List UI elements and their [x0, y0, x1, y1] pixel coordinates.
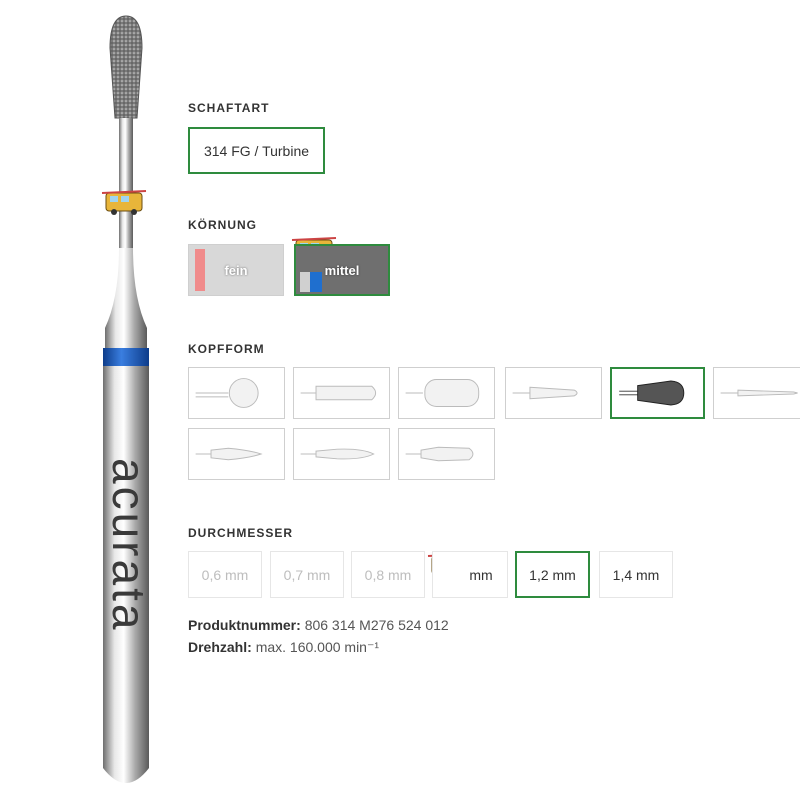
torpedo-shape-icon [405, 446, 474, 462]
durchmesser-option-label: 1,2 mm [529, 566, 576, 583]
koernung-option-fein[interactable]: fein [188, 244, 284, 296]
grit-color-strip [195, 249, 205, 291]
durchmesser-option-label: 0,8 mm [364, 566, 412, 583]
drehzahl-label: Drehzahl: [188, 639, 252, 655]
durchmesser-option-0-7[interactable]: 0,7 mm [270, 551, 344, 598]
koernung-option-label: fein [224, 262, 248, 278]
drehzahl-value: max. 160.000 min⁻¹ [255, 639, 380, 655]
durchmesser-option-label: 0,6 mm [201, 566, 249, 583]
kopfform-option-pear[interactable] [610, 367, 705, 419]
durchmesser-option-label: 0,7 mm [283, 566, 331, 583]
wide-cylinder-shape-icon [405, 379, 480, 407]
drehzahl-line: Drehzahl: max. 160.000 min⁻¹ [188, 639, 379, 656]
grit-color-strip [300, 272, 310, 292]
taper-shape-icon [512, 386, 578, 400]
schaftart-option-label: 314 FG / Turbine [203, 142, 310, 159]
produktnummer-label: Produktnummer: [188, 617, 301, 633]
kopfform-option-needle[interactable] [713, 367, 800, 419]
durchmesser-title: DURCHMESSER [188, 526, 294, 540]
produktnummer-value: 806 314 M276 524 012 [304, 617, 449, 633]
bur-product-image: acurata [103, 15, 155, 783]
ball-shape-icon [195, 378, 259, 408]
bus-sticker-icon [101, 190, 147, 215]
flame-shape-icon [195, 447, 263, 461]
kopfform-option-cylinder-wide[interactable] [398, 367, 495, 419]
durchmesser-option-label: mm [469, 566, 493, 583]
durchmesser-option-label: 1,4 mm [612, 566, 660, 583]
durchmesser-option-1-4[interactable]: 1,4 mm [599, 551, 673, 598]
produktnummer-line: Produktnummer: 806 314 M276 524 012 [188, 617, 449, 633]
schaftart-option-314-fg[interactable]: 314 FG / Turbine [188, 127, 325, 174]
grit-color-strip [310, 272, 322, 292]
kopfform-option-torpedo[interactable] [398, 428, 495, 480]
needle-shape-icon [720, 389, 798, 397]
kopfform-option-ball[interactable] [188, 367, 285, 419]
kopfform-option-taper-short[interactable] [505, 367, 602, 419]
bur-brand-text: acurata [103, 458, 155, 632]
koernung-option-label: mittel [324, 262, 360, 278]
schaftart-title: SCHAFTART [188, 101, 270, 115]
kopfform-option-flame-long[interactable] [293, 428, 390, 480]
kopfform-option-flame[interactable] [188, 428, 285, 480]
durchmesser-option-0-6[interactable]: 0,6 mm [188, 551, 262, 598]
durchmesser-option-0-8[interactable]: 0,8 mm [351, 551, 425, 598]
cylinder-shape-icon [300, 385, 377, 401]
pear-shape-icon [619, 380, 685, 406]
koernung-option-mittel[interactable]: mittel [294, 244, 390, 296]
durchmesser-option-1-2[interactable]: 1,2 mm [515, 551, 590, 598]
kopfform-option-cylinder-rounded[interactable] [293, 367, 390, 419]
kopfform-title: KOPFFORM [188, 342, 265, 356]
koernung-title: KÖRNUNG [188, 218, 257, 232]
flame-long-shape-icon [300, 448, 375, 460]
durchmesser-option-1-0[interactable]: mm [432, 551, 508, 598]
